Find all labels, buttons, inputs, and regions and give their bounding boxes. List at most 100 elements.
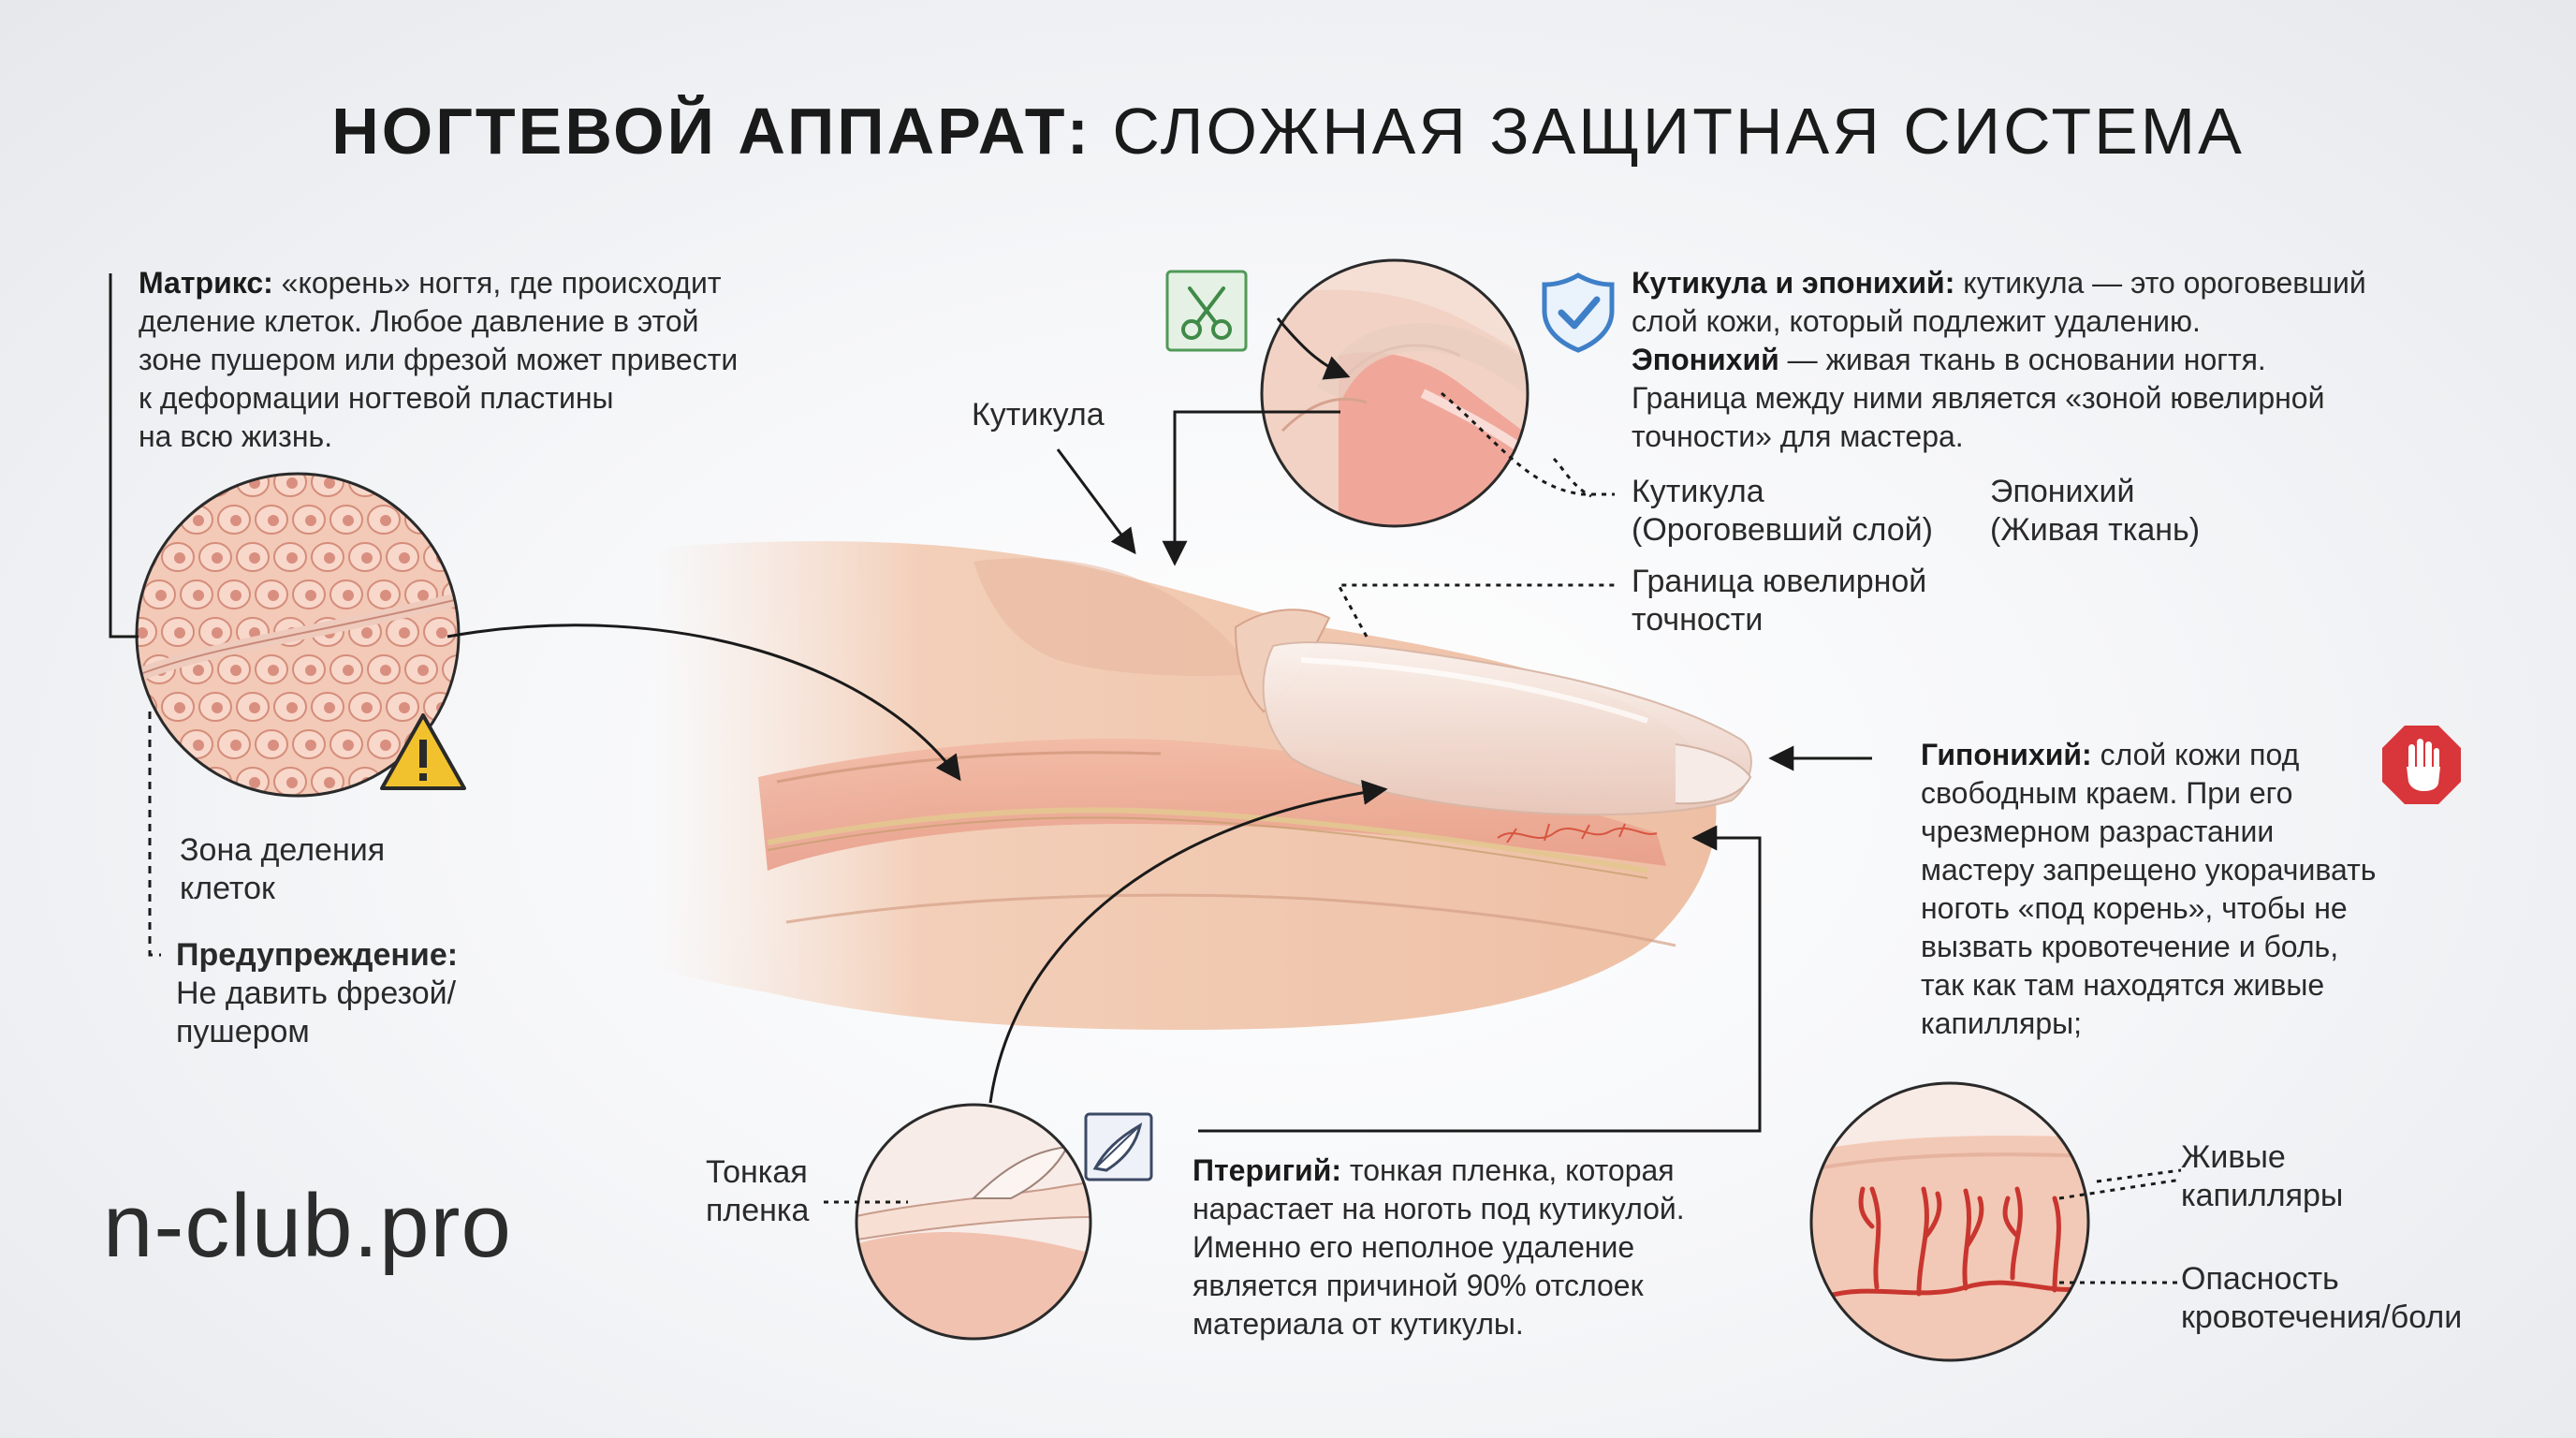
cell-nucleus bbox=[286, 477, 298, 489]
cuticle-line-3: — живая ткань в основании ногтя. bbox=[1787, 343, 2266, 376]
cell bbox=[161, 474, 195, 497]
film-label-line-2: пленка bbox=[706, 1193, 810, 1228]
cell-nucleus bbox=[212, 777, 223, 788]
cell-nucleus bbox=[268, 740, 279, 751]
cell-nucleus bbox=[155, 590, 167, 601]
hyponychium-line-1: слой кожи под bbox=[2100, 738, 2300, 771]
hyponychium-line-3: чрезмерном разрастании bbox=[1921, 814, 2275, 848]
cell bbox=[161, 767, 195, 796]
cell-nucleus bbox=[305, 665, 316, 676]
cell-nucleus bbox=[399, 477, 410, 489]
cell bbox=[137, 692, 157, 722]
matrix-line-3: зоне пушером или фрезой может привести bbox=[139, 343, 739, 376]
cuticle-line-4: Граница между ними является «зоной ювели… bbox=[1632, 381, 2325, 415]
eponychium-label-line-1: Эпонихий bbox=[1990, 474, 2135, 509]
cell-nucleus bbox=[230, 515, 242, 526]
film-label-line-1: Тонкая bbox=[706, 1154, 808, 1190]
cell-nucleus bbox=[174, 552, 185, 564]
scissors-icon bbox=[1165, 270, 1248, 352]
cell-nucleus bbox=[361, 702, 373, 713]
cell-nucleus bbox=[455, 590, 459, 601]
matrix-line-5: на всю жизнь. bbox=[139, 419, 333, 453]
cell-nucleus bbox=[417, 665, 429, 676]
warning-icon bbox=[380, 713, 466, 790]
cell-nucleus bbox=[137, 627, 148, 638]
pterygium-film-circle bbox=[855, 1103, 1092, 1341]
cell-nucleus bbox=[436, 477, 447, 489]
pterygium-line-1: тонкая пленка, которая bbox=[1349, 1153, 1675, 1187]
connector-lines bbox=[109, 273, 2182, 1284]
title-regular: СЛОЖНАЯ ЗАЩИТНАЯ СИСТЕМА bbox=[1112, 95, 2245, 168]
cell bbox=[386, 474, 419, 497]
cell-nucleus bbox=[174, 477, 185, 489]
precision-border-label: Граница ювелирной точности bbox=[1632, 563, 1926, 639]
page-title: НОГТЕВОЙ АППАРАТ: СЛОЖНАЯ ЗАЩИТНАЯ СИСТЕ… bbox=[0, 94, 2576, 169]
cuticle-layer-label: Кутикула (Ороговевший слой) bbox=[1632, 473, 1933, 550]
cell-nucleus bbox=[286, 777, 298, 788]
pterygium-line-4: является причиной 90% отслоек bbox=[1193, 1269, 1644, 1302]
warning-line-1: Не давить фрезой/ bbox=[176, 976, 457, 1011]
cell-nucleus bbox=[417, 515, 429, 526]
capillaries-label-line-2: капилляры bbox=[2181, 1178, 2344, 1213]
cell-nucleus bbox=[193, 590, 204, 601]
cell-nucleus bbox=[380, 740, 391, 751]
cell-nucleus bbox=[324, 702, 335, 713]
cell-nucleus bbox=[174, 627, 185, 638]
cell-nucleus bbox=[343, 590, 354, 601]
pterygium-line-3: Именно его неполное удаление bbox=[1193, 1230, 1635, 1264]
hyponychium-line-4: мастеру запрещено укорачивать bbox=[1921, 853, 2377, 887]
cell-nucleus bbox=[137, 477, 148, 489]
cell bbox=[142, 505, 176, 535]
cell-nucleus bbox=[230, 740, 242, 751]
hyponychium-line-6: вызвать кровотечение и боль, bbox=[1921, 930, 2339, 963]
matrix-description: Матрикс: «корень» ногтя, где происходит … bbox=[139, 264, 869, 456]
hyponychium-line-7: так как там находятся живые bbox=[1921, 968, 2325, 1002]
matrix-line-4: к деформации ногтевой пластины bbox=[139, 381, 614, 415]
cell-nucleus bbox=[324, 552, 335, 564]
eponychium-label: Эпонихий (Живая ткань) bbox=[1990, 473, 2200, 550]
eponychium-term: Эпонихий bbox=[1632, 343, 1779, 376]
matrix-term: Матрикс: bbox=[139, 266, 273, 300]
cell-nucleus bbox=[193, 665, 204, 676]
cell-nucleus bbox=[417, 590, 429, 601]
cell-nucleus bbox=[212, 702, 223, 713]
cell-nucleus bbox=[343, 515, 354, 526]
cuticle-line-5: точности» для мастера. bbox=[1632, 419, 1964, 453]
danger-label-line-2: кровотечения/боли bbox=[2181, 1299, 2463, 1335]
cell bbox=[137, 767, 157, 796]
cell bbox=[423, 474, 457, 497]
border-label-line-2: точности bbox=[1632, 602, 1764, 638]
cell-nucleus bbox=[343, 665, 354, 676]
cell-division-zone-label: Зона деления клеток bbox=[180, 831, 385, 908]
cell-nucleus bbox=[137, 552, 148, 564]
thin-film-label: Тонкая пленка bbox=[706, 1153, 809, 1230]
cell bbox=[348, 474, 382, 497]
hyponychium-description: Гипонихий: слой кожи под свободным краем… bbox=[1921, 736, 2445, 1043]
cell-nucleus bbox=[193, 515, 204, 526]
cell-nucleus bbox=[286, 552, 298, 564]
stop-hand-icon bbox=[2382, 726, 2461, 804]
cell-nucleus bbox=[249, 777, 260, 788]
film-icon bbox=[1084, 1112, 1153, 1181]
cell-nucleus bbox=[399, 552, 410, 564]
brand-watermark: n-club.pro bbox=[103, 1176, 512, 1276]
cuticle-detail-circle bbox=[1260, 258, 1530, 528]
cuticle-term: Кутикула и эпонихий: bbox=[1632, 266, 1955, 300]
cell-nucleus bbox=[137, 777, 148, 788]
finger bbox=[655, 541, 1752, 1030]
warning-term: Предупреждение: bbox=[176, 937, 459, 973]
cell-nucleus bbox=[324, 777, 335, 788]
warning-note: Предупреждение: Не давить фрезой/ пушеро… bbox=[176, 936, 458, 1051]
hyponychium-line-2: свободным краем. При его bbox=[1921, 776, 2293, 810]
matrix-line-2: деление клеток. Любое давление в этой bbox=[139, 304, 699, 338]
cell-nucleus bbox=[436, 627, 447, 638]
cell-nucleus bbox=[155, 515, 167, 526]
matrix-line-1: «корень» ногтя, где происходит bbox=[281, 266, 722, 300]
cell-nucleus bbox=[380, 590, 391, 601]
cell-nucleus bbox=[212, 627, 223, 638]
cell-nucleus bbox=[230, 590, 242, 601]
cell bbox=[442, 505, 459, 535]
living-capillaries-label: Живые капилляры bbox=[2181, 1138, 2343, 1215]
pterygium-term: Птеригий: bbox=[1193, 1153, 1342, 1187]
cell-nucleus bbox=[324, 477, 335, 489]
